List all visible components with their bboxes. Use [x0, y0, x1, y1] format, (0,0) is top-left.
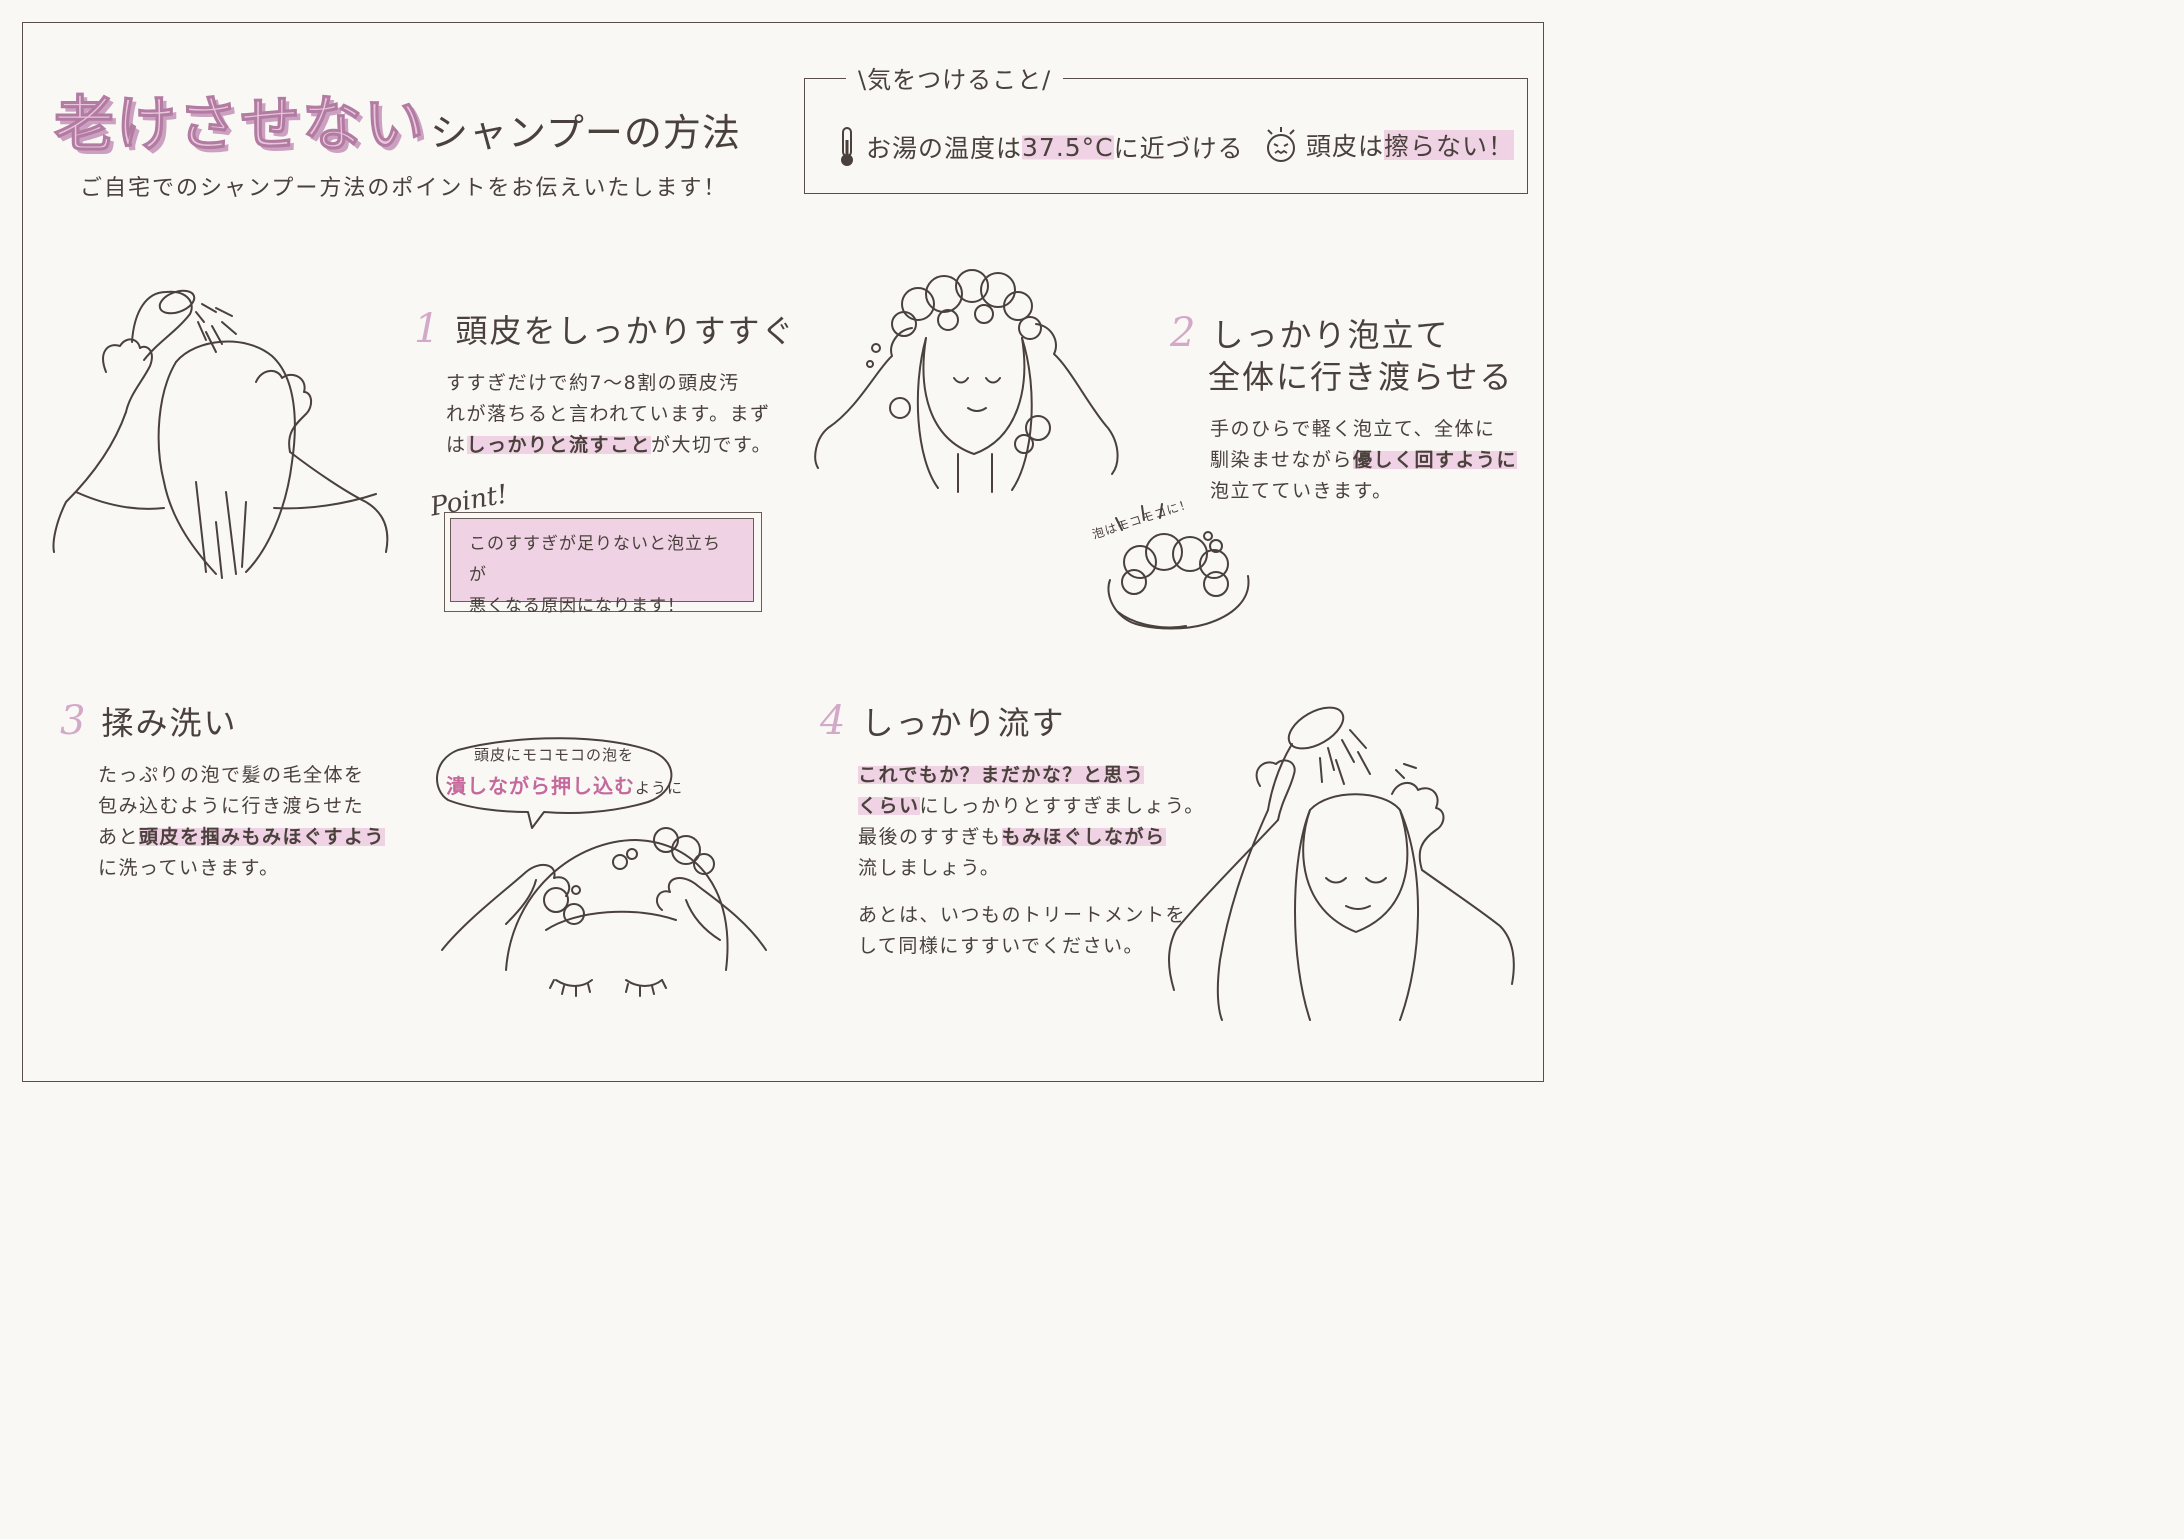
step4-line: して同様にすすいでください。 [858, 935, 1145, 957]
step2-number: 2 [1170, 310, 1198, 356]
step2-title-line2: 全体に行き渡らせる [1208, 358, 1514, 396]
step2-heading-line2: 全体に行き渡らせる [1208, 352, 1513, 398]
step1-line: れが落ちると言われています。まず [446, 403, 771, 425]
step1-line3-pre: は [446, 434, 467, 456]
step1-line: はしっかりと流すことが大切です。 [446, 430, 772, 461]
step2-line: 手のひらで軽く泡立て、全体に [1210, 418, 1496, 440]
step4-title: しっかり流す [861, 704, 1066, 742]
caution-item-scalp: 頭皮は 擦らない！ [1264, 126, 1515, 164]
step4-line: 流しましょう。 [858, 857, 1001, 879]
page-frame [22, 22, 1544, 1082]
step4-line3-highlight: もみほぐしながら [1001, 826, 1166, 848]
step1-heading: 1 頭皮をしっかりすすぐ [414, 306, 795, 352]
caution-scalp-value: 擦らない！ [1384, 127, 1515, 163]
step2-heading: 2 しっかり泡立て [1170, 310, 1449, 356]
caution-temp-pre: お湯の温度は [866, 134, 1023, 163]
step4-line1-highlight: これでもか？まだかな？と思う [858, 764, 1145, 786]
thermometer-icon [841, 127, 853, 166]
step2-line: 馴染ませながら優しく回すように [1210, 445, 1517, 476]
step4-line2-highlight: くらい [858, 795, 920, 817]
step4-heading: 4 しっかり流す [820, 698, 1065, 744]
caution-title: \気をつけること/ [846, 60, 1064, 95]
bubble-text-line1: 頭皮にモコモコの泡を [474, 746, 635, 764]
point-text-line: このすすぎが足りないと泡立ちが [469, 534, 721, 585]
speech-bubble [436, 737, 673, 829]
caution-temp-value: 37.5°C [1022, 132, 1114, 162]
step3-line3-pre: あと [98, 826, 140, 848]
bubble-text-line2: 潰しながら押し込むように [446, 770, 683, 799]
step1-title: 頭皮をしっかりすすぐ [455, 312, 796, 350]
step4-description: これでもか？まだかな？と思う くらいにしっかりとすすぎましょう。 最後のすすぎも… [858, 760, 1205, 962]
step2-line2-pre: 馴染ませながら [1210, 449, 1353, 471]
step3-line3-highlight: 頭皮を掴みもみほぐすよう [139, 826, 386, 848]
step4-line2-post: にしっかりとすすぎましょう。 [919, 795, 1205, 817]
point-box-outer [444, 512, 762, 612]
step2-line: 泡立てていきます。 [1210, 480, 1393, 502]
step1-line3-post: が大切です。 [651, 434, 773, 456]
step1-line3-highlight: しっかりと流すこと [466, 434, 652, 456]
caution-scalp-pre: 頭皮は [1306, 132, 1385, 161]
step1-rinse-illustration [52, 289, 389, 579]
page-subtitle: シャンプーの方法 [430, 111, 741, 155]
caution-temp-post: に近づける [1113, 134, 1244, 163]
foam-hands-illustration [1107, 503, 1250, 630]
step4-line: あとは、いつものトリートメントを [858, 904, 1187, 926]
bubble-suffix: ように [635, 779, 684, 797]
step4-number: 4 [820, 698, 848, 744]
point-text-line: 悪くなる原因になります！ [469, 596, 685, 616]
bubble-emphasis: 潰しながら押し込む [446, 774, 635, 798]
step3-massage-illustration [441, 827, 767, 997]
page-title: 老けさせない [53, 89, 426, 160]
step4-line3-pre: 最後のすすぎも [858, 826, 1002, 848]
step3-line: に洗っていきます。 [98, 857, 280, 879]
step2-description: 手のひらで軽く泡立て、全体に 馴染ませながら優しく回すように 泡立てていきます。 [1210, 414, 1517, 507]
step2-lather-illustration [814, 269, 1119, 493]
intro-text: ご自宅でのシャンプー方法のポイントをお伝えいたします！ [80, 176, 728, 201]
step1-number: 1 [414, 306, 442, 352]
step4-line: くらいにしっかりとすすぎましょう。 [858, 791, 1205, 822]
step4-line: これでもか？まだかな？と思う [858, 760, 1205, 791]
point-box: このすすぎが足りないと泡立ちが 悪くなる原因になります！ [450, 518, 754, 616]
step2-title-line1: しっかり泡立て [1211, 316, 1450, 354]
step4-rinse-illustration [1168, 706, 1515, 1021]
step3-line: たっぷりの泡で髪の毛全体を [98, 764, 365, 786]
step3-line: 包み込むように行き渡らせた [98, 795, 365, 817]
step2-line2-highlight: 優しく回すように [1352, 449, 1517, 471]
caution-box [804, 78, 1528, 194]
step3-line: あと頭皮を掴みもみほぐすよう [98, 822, 386, 853]
angry-face-icon [1267, 127, 1295, 162]
step3-number: 3 [60, 698, 88, 744]
step3-title: 揉み洗い [101, 704, 238, 742]
step4-line: 最後のすすぎももみほぐしながら [858, 822, 1205, 853]
step3-description: たっぷりの泡で髪の毛全体を 包み込むように行き渡らせた あと頭皮を掴みもみほぐす… [98, 760, 386, 884]
step1-line: すすぎだけで約7〜8割の頭皮汚 [446, 372, 740, 394]
caution-item-temperature: お湯の温度は 37.5°C に近づける [836, 126, 1244, 168]
step3-heading: 3 揉み洗い [60, 698, 237, 744]
step1-description: すすぎだけで約7〜8割の頭皮汚 れが落ちると言われています。まず はしっかりと流… [446, 368, 772, 461]
